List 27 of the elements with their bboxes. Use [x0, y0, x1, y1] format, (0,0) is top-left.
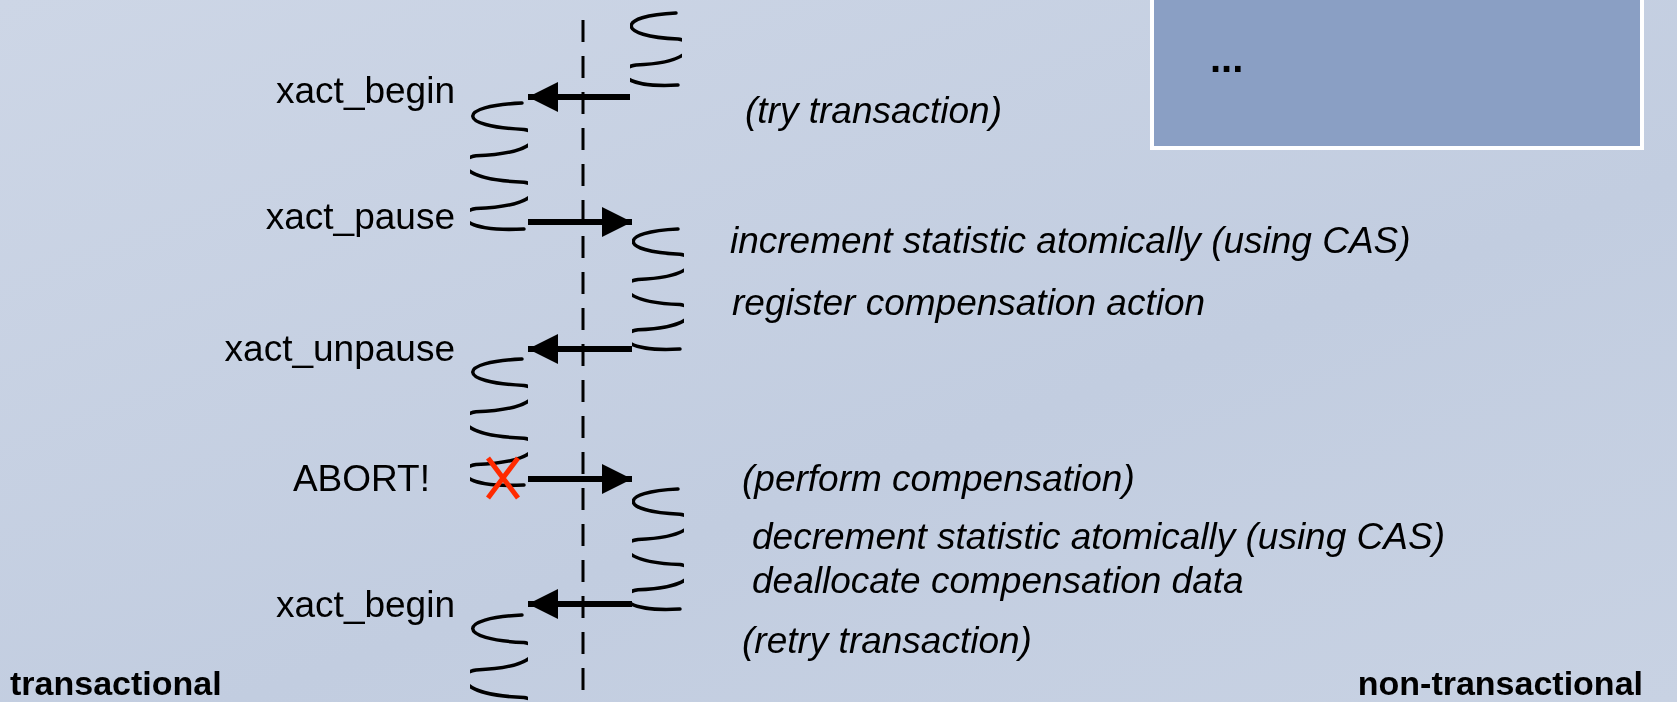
side-label: transactional: [10, 666, 222, 700]
note-box: [1150, 0, 1644, 150]
arrow: [528, 82, 630, 112]
step-note: (retry transaction): [742, 622, 1032, 659]
side-label: non-transactional: [1357, 666, 1643, 700]
step-note: increment statistic atomically (using CAS): [730, 222, 1411, 259]
thread-squiggle: [470, 100, 528, 232]
arrow: [528, 207, 632, 237]
thread-squiggle: [632, 226, 684, 352]
step-note: decrement statistic atomically (using CAS): [752, 518, 1445, 555]
arrow: [528, 464, 632, 494]
step-note: (perform compensation): [742, 460, 1135, 497]
step-note: register compensation action: [732, 284, 1206, 321]
thread-squiggle: [632, 486, 684, 612]
arrow: [528, 334, 632, 364]
arrow: [528, 589, 632, 619]
box-text: ...: [1210, 38, 1244, 78]
step-note: (try transaction): [745, 92, 1002, 129]
event-label: ABORT!: [292, 460, 430, 497]
event-label: xact_begin: [276, 72, 455, 109]
step-note: deallocate compensation data: [752, 562, 1244, 599]
event-label: xact_pause: [265, 198, 455, 235]
thread-squiggle: [470, 612, 528, 702]
thread-squiggle: [470, 356, 528, 488]
event-label: xact_unpause: [224, 330, 455, 367]
event-label: xact_begin: [276, 586, 455, 623]
thread-squiggle: [630, 10, 682, 88]
